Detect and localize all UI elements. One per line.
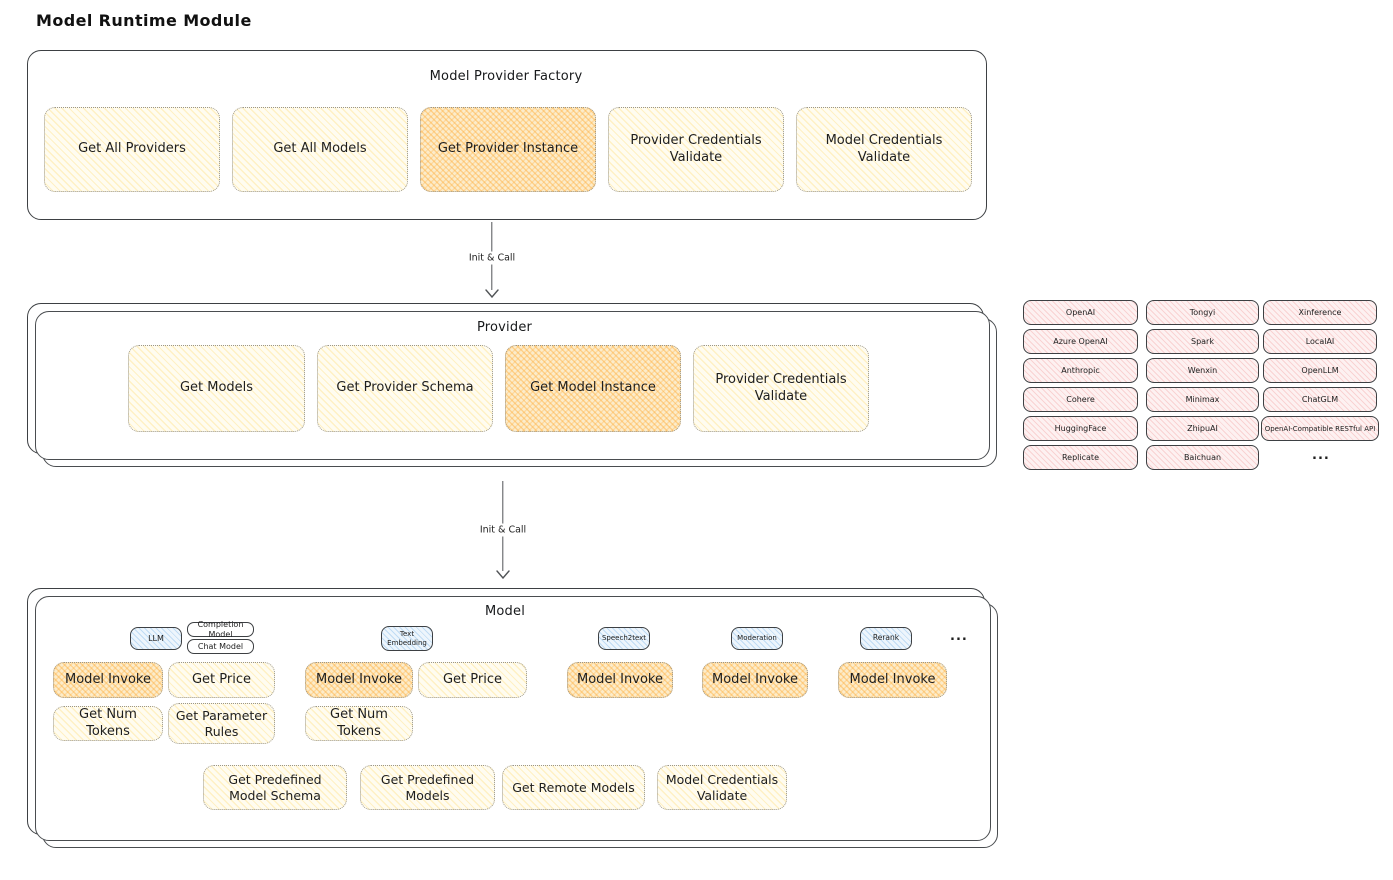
arrow-label: Init & Call [476, 523, 530, 537]
provider-chip-cohere: Cohere [1023, 387, 1138, 412]
providers-more-ellipsis: ... [1312, 448, 1330, 463]
op-llm-model-invoke: Model Invoke [53, 662, 163, 698]
tab-completion-model: Completion Model [187, 620, 254, 639]
provider-chip-minimax: Minimax [1146, 387, 1259, 412]
tab-rerank: Rerank [860, 627, 912, 650]
init-call-arrow-2: Init & Call [476, 481, 530, 579]
provider-chip-xinference: Xinference [1263, 300, 1377, 325]
op-rerank-model-invoke: Model Invoke [838, 662, 947, 698]
provider-chip-openai-compatible-restful-api: OpenAI-Compatible RESTful API [1261, 416, 1379, 441]
provider-chip-zhipuai: ZhipuAI [1146, 416, 1259, 441]
op-get-provider-instance: Get Provider Instance [420, 107, 596, 192]
provider-title: Provider [476, 320, 533, 335]
provider-chip-localai: LocalAI [1263, 329, 1377, 354]
op-get-provider-schema: Get Provider Schema [317, 345, 493, 432]
arrow-label: Init & Call [465, 251, 519, 265]
op-llm-get-parameter-rules: Get Parameter Rules [168, 703, 275, 744]
op-provider-credentials-validate-2: Provider Credentials Validate [693, 345, 869, 432]
tab-moderation: Moderation [731, 627, 783, 650]
op-get-remote-models: Get Remote Models [502, 765, 645, 810]
op-embedding-get-num-tokens: Get Num Tokens [305, 706, 413, 741]
diagram-title: Model Runtime Module [36, 11, 252, 30]
provider-chip-baichuan: Baichuan [1146, 445, 1259, 470]
tab-llm: LLM [130, 627, 182, 650]
op-model-credentials-validate: Model Credentials Validate [796, 107, 972, 192]
arrow-down-icon [485, 289, 499, 298]
provider-chip-chatglm: ChatGLM [1263, 387, 1377, 412]
op-llm-get-price: Get Price [168, 662, 275, 698]
model-provider-factory-title: Model Provider Factory [429, 69, 583, 84]
op-get-all-providers: Get All Providers [44, 107, 220, 192]
op-moderation-model-invoke: Model Invoke [702, 662, 808, 698]
op-embedding-get-price: Get Price [418, 662, 527, 698]
op-get-models: Get Models [128, 345, 305, 432]
provider-chip-huggingface: HuggingFace [1023, 416, 1138, 441]
model-title: Model [484, 604, 526, 619]
op-get-model-instance: Get Model Instance [505, 345, 681, 432]
op-get-all-models: Get All Models [232, 107, 408, 192]
provider-chip-openai: OpenAI [1023, 300, 1138, 325]
provider-chip-anthropic: Anthropic [1023, 358, 1138, 383]
provider-chip-spark: Spark [1146, 329, 1259, 354]
tab-text-embedding: Text Embedding [381, 626, 433, 651]
op-llm-get-num-tokens: Get Num Tokens [53, 706, 163, 741]
op-speech2text-model-invoke: Model Invoke [567, 662, 673, 698]
tab-chat-model: Chat Model [187, 639, 254, 654]
op-provider-credentials-validate: Provider Credentials Validate [608, 107, 784, 192]
provider-chip-azure-openai: Azure OpenAI [1023, 329, 1138, 354]
model-tabs-more-ellipsis: ... [950, 629, 968, 644]
op-model-credentials-validate-2: Model Credentials Validate [657, 765, 787, 810]
tab-speech2text: Speech2text [598, 627, 650, 650]
provider-chip-replicate: Replicate [1023, 445, 1138, 470]
op-get-predefined-models: Get Predefined Models [360, 765, 495, 810]
provider-chip-tongyi: Tongyi [1146, 300, 1259, 325]
provider-chip-openllm: OpenLLM [1263, 358, 1377, 383]
op-get-predefined-model-schema: Get Predefined Model Schema [203, 765, 347, 810]
op-embedding-model-invoke: Model Invoke [305, 662, 413, 698]
init-call-arrow-1: Init & Call [465, 222, 519, 298]
provider-chip-wenxin: Wenxin [1146, 358, 1259, 383]
arrow-down-icon [496, 570, 510, 579]
